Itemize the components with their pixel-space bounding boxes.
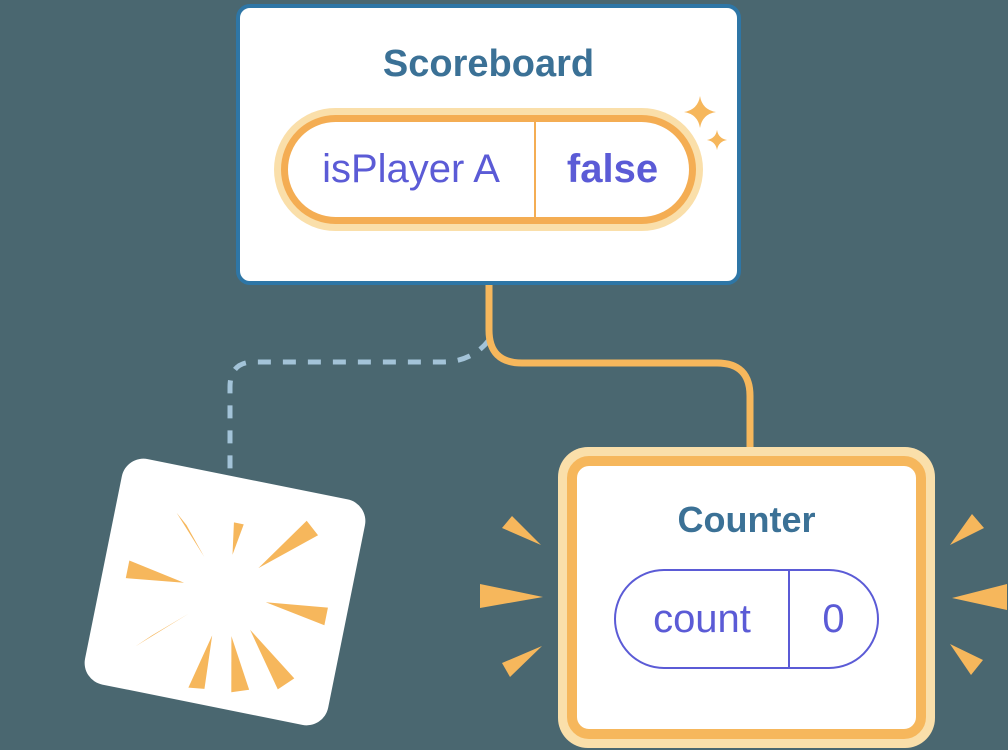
counter-card-inner: Counter count 0 xyxy=(567,456,926,739)
counter-state-pill: count 0 xyxy=(614,569,879,670)
pill-divider xyxy=(788,571,790,668)
poof-burst-icon xyxy=(125,512,328,693)
scoreboard-state-pill-inner: isPlayer A false xyxy=(281,114,696,224)
state-name: count xyxy=(653,596,751,641)
state-name: isPlayer A xyxy=(322,146,500,191)
counter-burst-left-icon xyxy=(480,516,543,677)
removed-component-card xyxy=(80,454,370,730)
connector-scoreboard-to-removed xyxy=(227,338,491,473)
connector-scoreboard-to-counter xyxy=(485,285,754,452)
counter-card: Counter count 0 xyxy=(558,447,935,748)
scoreboard-state-pill: isPlayer A false xyxy=(274,107,703,231)
counter-burst-right-icon xyxy=(950,514,1007,675)
counter-title: Counter xyxy=(677,499,816,540)
scoreboard-title: Scoreboard xyxy=(382,43,595,85)
scoreboard-card: Scoreboard isPlayer A false xyxy=(236,4,741,285)
pill-divider xyxy=(534,121,536,217)
state-value: 0 xyxy=(822,596,845,641)
state-value: false xyxy=(566,146,659,191)
